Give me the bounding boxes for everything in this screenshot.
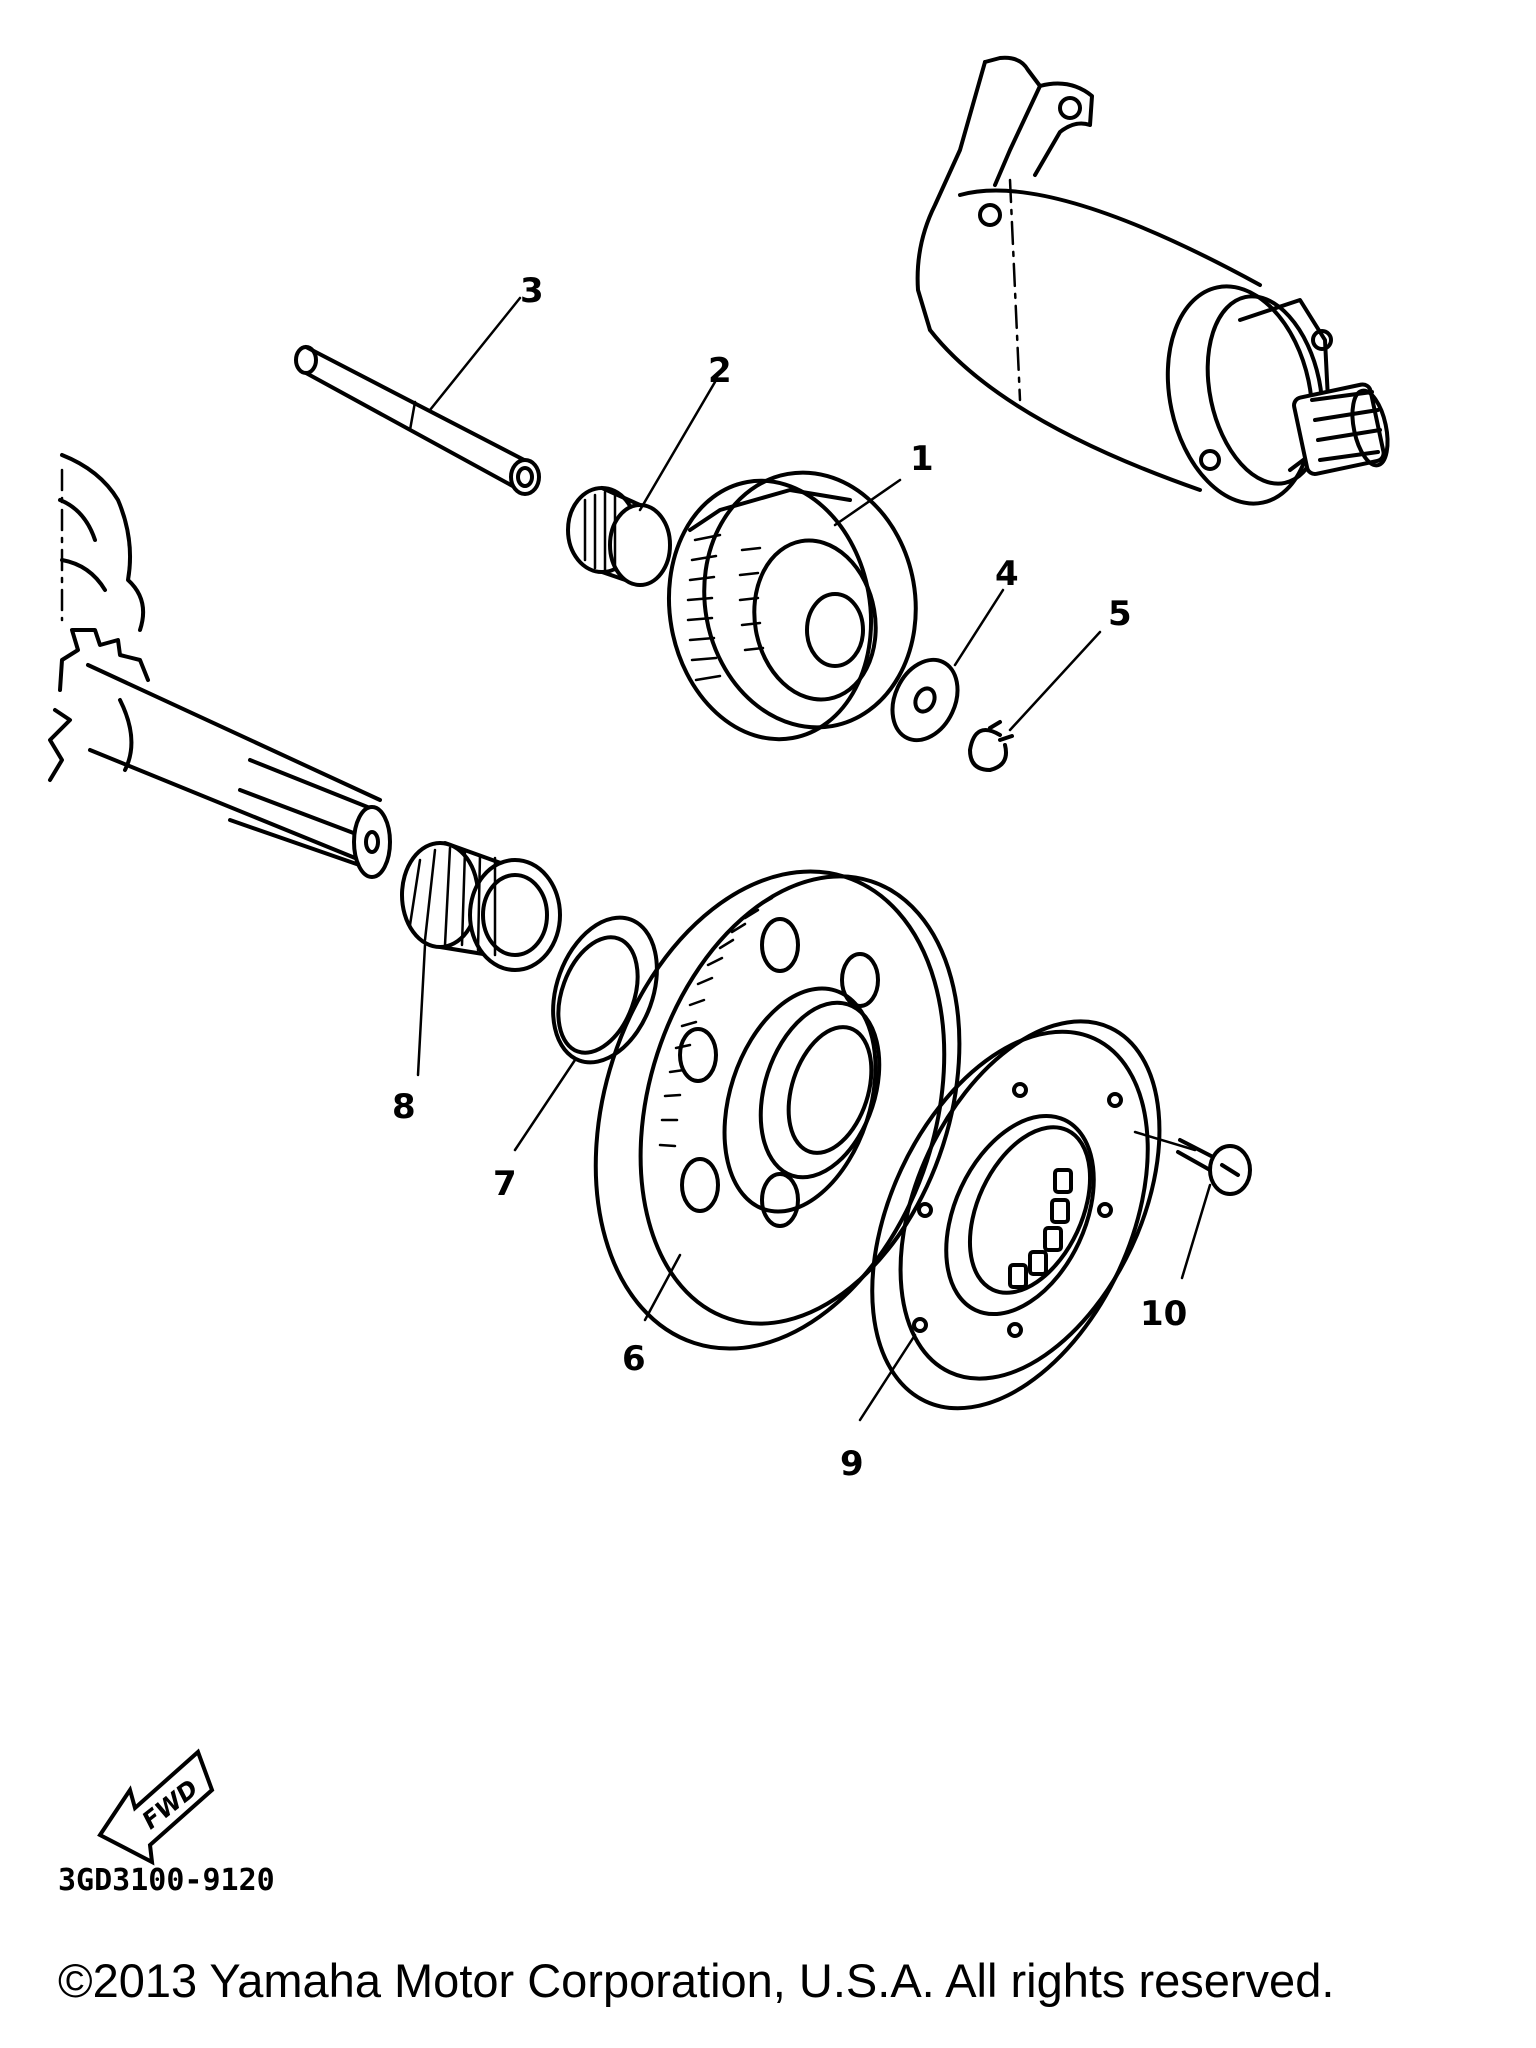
callout-8: 8 [392,1087,416,1127]
roller-bearing-part-8 [400,841,562,972]
callout-4: 4 [995,554,1019,594]
callout-2: 2 [708,351,732,391]
thrust-washer-part-7 [551,915,659,1065]
callout-10: 10 [1140,1294,1187,1334]
starter-wheel-teeth [658,896,774,1148]
one-way-clutch-part-9 [870,1019,1162,1411]
idler-gear-part-1 [666,470,918,742]
callout-7: 7 [493,1164,517,1204]
idler-gear-teeth [686,533,765,682]
bolt-part-10 [1176,1138,1252,1196]
callout-6: 6 [622,1339,646,1379]
copyright-notice: ©2013 Yamaha Motor Corporation, U.S.A. A… [58,1954,1335,2007]
starter-motor [915,55,1390,506]
callout-9: 9 [840,1444,864,1484]
diagram-code: 3GD3100-9120 [58,1863,275,1898]
starter-wheel-gear-part-6 [593,869,962,1351]
crankshaft [48,453,392,879]
fwd-arrow-icon: FWD [97,1748,215,1866]
leader-lines [416,296,1212,1422]
callout-3: 3 [520,271,544,311]
callout-5: 5 [1108,594,1132,634]
circlip-part-5 [968,720,1014,772]
washer-part-4 [890,657,960,743]
callout-1: 1 [910,439,934,479]
shaft-part-3 [294,345,541,496]
needle-bearing-part-2 [566,486,672,587]
